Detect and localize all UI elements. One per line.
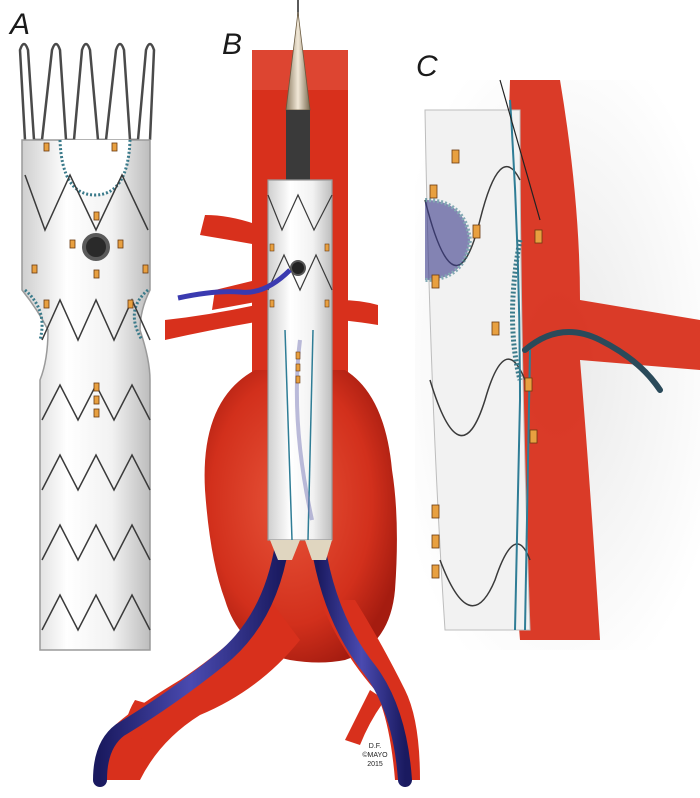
panel-c-close-up xyxy=(415,79,700,650)
left-iliac-artery xyxy=(100,600,300,780)
panel-a-stent-graft xyxy=(18,42,156,651)
panel-c-fenestration xyxy=(424,198,473,282)
panel-b-markers xyxy=(269,243,330,384)
celiac-artery xyxy=(200,215,258,245)
internal-iliac-right xyxy=(345,690,385,745)
side-branch-catheter xyxy=(177,268,292,301)
panel-c-suture-line xyxy=(510,239,523,381)
scallop-fenestration xyxy=(58,139,132,197)
panel-b-deployment xyxy=(93,0,420,787)
panel-b-fenestration xyxy=(290,260,306,276)
renal-artery-right xyxy=(340,300,378,325)
aortic-wall xyxy=(506,80,700,640)
panel-c-side-catheter xyxy=(522,329,663,393)
renal-artery-left-lower xyxy=(165,305,256,340)
panel-label-b: B xyxy=(222,28,243,61)
signature-line-3: 2015 xyxy=(367,761,383,768)
artist-signature: D.F. ©MAYO 2015 xyxy=(355,742,395,769)
signature-line-1: D.F. xyxy=(368,743,382,750)
panel-label-c: C xyxy=(416,50,438,83)
left-fenestration xyxy=(23,288,44,341)
panel-label-a: A xyxy=(10,8,31,41)
radiopaque-markers xyxy=(31,142,149,418)
internal-guidewires xyxy=(284,329,314,541)
left-delivery-catheter xyxy=(93,538,289,787)
bare-stent-crowns xyxy=(18,42,156,142)
delivery-sheath xyxy=(286,110,310,180)
right-fenestration xyxy=(132,288,149,341)
right-delivery-catheter xyxy=(311,538,412,787)
stent-graft-body xyxy=(21,139,151,651)
panel-c-markers xyxy=(429,149,543,579)
center-fenestration xyxy=(82,233,110,261)
signature-line-2: ©MAYO xyxy=(362,752,388,759)
renal-artery-left xyxy=(212,280,256,310)
